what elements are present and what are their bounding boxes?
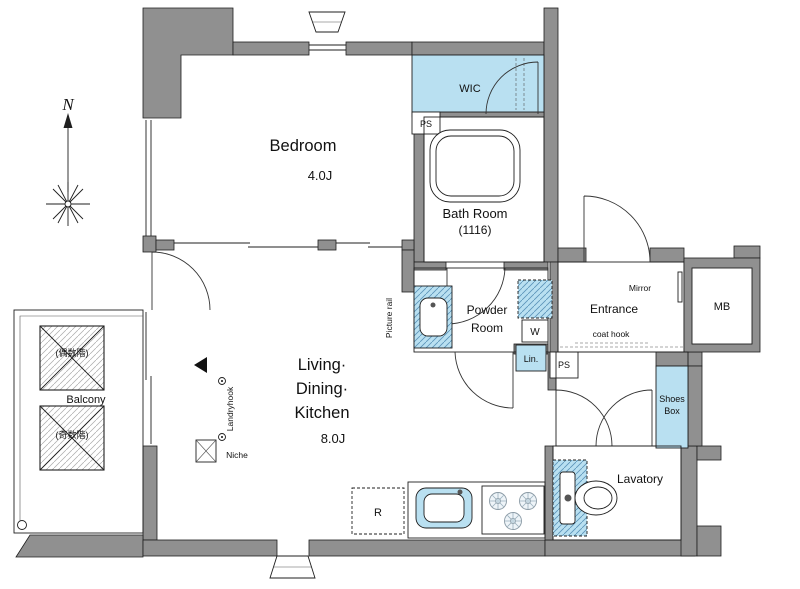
balcony-hatch-odd: (奇数階) — [39, 405, 105, 471]
bedroom: Bedroom 4.0J — [151, 137, 337, 311]
wic: WIC PS — [411, 54, 545, 135]
niche-marker: Niche — [195, 439, 248, 463]
powder-sink — [413, 285, 453, 349]
balcony-label: Balcony — [66, 394, 106, 406]
niche-label: Niche — [226, 450, 248, 460]
front-door-arc — [583, 195, 651, 263]
compass-star-icon — [46, 182, 90, 226]
shoes-box-label-1: Shoes — [659, 394, 685, 404]
mirror-label: Mirror — [629, 283, 651, 293]
burner-icon — [489, 492, 507, 510]
washer-space: W — [517, 279, 553, 343]
ps-top-box — [411, 111, 441, 135]
bathroom-size-label: (1116) — [459, 223, 492, 237]
hall: Shoes Box — [555, 351, 689, 449]
wic-door-arc — [485, 61, 539, 115]
bathroom: Bath Room (1116) — [423, 116, 545, 325]
linen-label: Lin. — [524, 354, 539, 364]
bedroom-door-arc — [151, 251, 211, 311]
lavatory: Lavatory — [552, 445, 682, 541]
shoes-box-label-2: Box — [664, 406, 680, 416]
powder-room-label-1: Powder — [467, 303, 508, 317]
even-floor-label: (偶数階) — [56, 347, 89, 358]
sliding-partition — [174, 242, 402, 248]
compass: N — [46, 95, 90, 226]
balcony-hatch-even: (偶数階) — [39, 325, 105, 391]
shoes-box: Shoes Box — [655, 365, 689, 449]
odd-floor-label: (奇数階) — [56, 429, 89, 440]
ps-mid-label: PS — [558, 360, 570, 370]
toilet — [559, 471, 618, 525]
lavatory-door-arc — [595, 389, 653, 447]
ps-top-label: PS — [420, 119, 432, 129]
direction-triangle-icon — [194, 357, 207, 373]
ps-mid-box: PS — [549, 351, 579, 379]
ldk-label-2: Dining· — [296, 380, 348, 398]
refrigerator-label: R — [374, 507, 382, 519]
compass-arrow-icon — [63, 113, 73, 128]
washer-label: W — [530, 327, 540, 338]
coat-hook-label: coat hook — [593, 329, 631, 339]
exterior-walls — [15, 7, 761, 558]
entrance-label: Entrance — [590, 302, 638, 316]
entrance: Mirror Entrance coat hook — [557, 195, 685, 353]
powder-room-label-2: Room — [471, 321, 503, 335]
bedroom-label: Bedroom — [270, 137, 337, 155]
bedroom-window — [145, 120, 152, 236]
powder-door-arc — [454, 351, 514, 409]
balcony: (偶数階) (奇数階) Balcony — [13, 309, 144, 534]
ldk-label-1: Living· — [298, 356, 347, 374]
bedroom-size-label: 4.0J — [308, 168, 333, 183]
laundry-hook-label: Landryhook — [225, 386, 235, 431]
top-window — [309, 44, 346, 51]
stove — [481, 485, 545, 535]
burner-icon — [504, 512, 522, 530]
meter-box-label: MB — [714, 301, 731, 313]
burner-icon — [519, 492, 537, 510]
bathtub — [429, 129, 521, 203]
mirror-strip — [677, 271, 683, 303]
balcony-sliding-door — [145, 312, 152, 444]
powder-room: Powder Room W Lin. PS — [413, 267, 579, 409]
kitchen-sink — [415, 487, 473, 529]
laundry-hook-points: Landryhook — [218, 377, 235, 441]
hall-door-arc — [555, 389, 613, 447]
linen-cabinet: Lin. — [515, 344, 547, 372]
drain-icon — [17, 520, 27, 530]
ldk-label-3: Kitchen — [294, 404, 349, 422]
picture-rail-label: Picture rail — [384, 298, 394, 338]
meter-box: MB — [683, 257, 761, 353]
compass-north-label: N — [61, 95, 75, 114]
refrigerator-space: R — [351, 487, 405, 535]
wic-label: WIC — [459, 83, 480, 95]
ldk: Living· Dining· Kitchen 8.0J Niche Landr… — [194, 298, 394, 463]
lavatory-label: Lavatory — [617, 472, 663, 486]
kitchen: R — [351, 481, 546, 539]
ldk-size-label: 8.0J — [321, 431, 346, 446]
bathroom-label: Bath Room — [442, 206, 507, 221]
